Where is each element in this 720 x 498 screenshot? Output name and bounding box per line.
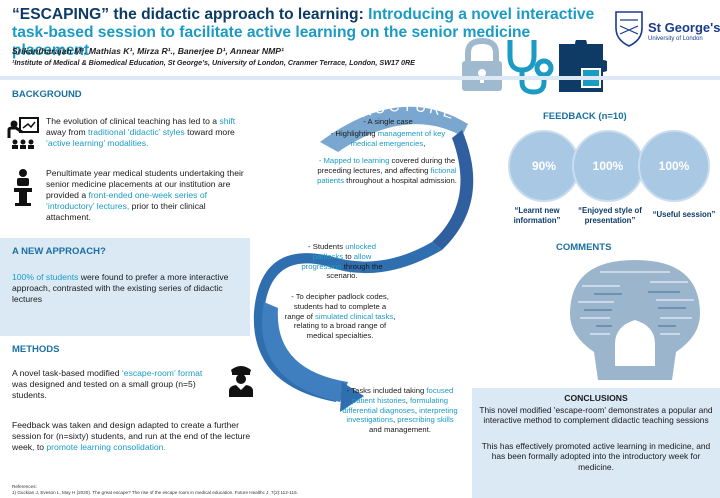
- text-run: Penultimate year medical students undert…: [46, 168, 244, 200]
- text-run: The evolution of clinical teaching has l…: [46, 116, 220, 126]
- approach-heading: A NEW APPROACH?: [12, 246, 106, 257]
- text-run: through the scenario.: [326, 261, 383, 281]
- background-paragraph-1: The evolution of clinical teaching has l…: [46, 116, 246, 149]
- text-run: toward more: [184, 127, 235, 137]
- text-highlight: prescribing skills: [397, 415, 454, 425]
- text-highlight: shift: [219, 116, 236, 126]
- text-highlight: traditional ‘didactic’ styles: [88, 127, 185, 137]
- text-highlight: - Mapped to learning: [318, 156, 390, 165]
- comments-heading: COMMENTS: [556, 242, 612, 253]
- conclusions-paragraph-2: This has effectively promoted active lea…: [481, 441, 711, 472]
- feedback-label-1: “Learnt new information”: [513, 206, 561, 225]
- methods-paragraph-1: A novel task-based modified ‘escape-room…: [12, 368, 217, 401]
- feedback-label-2: “Enjoyed style of presentation”: [578, 206, 642, 225]
- conclusions-heading: CONCLUSIONS: [564, 393, 628, 403]
- text-run: A novel task-based modified: [12, 368, 122, 378]
- text-highlight: fictional patients: [317, 165, 457, 185]
- structure-bullet-2: - Highlighting management of key medical…: [328, 129, 448, 149]
- text-run: and management.: [369, 425, 431, 435]
- text-run: prior to their clinical attachment.: [46, 201, 206, 222]
- text-run: were found to prefer a more interactive …: [12, 272, 229, 304]
- text-run: Feedback was taken and design adapted to…: [12, 420, 251, 452]
- structure-bullet-1: - A single case: [363, 117, 413, 126]
- logo-sub: University of London: [648, 36, 703, 42]
- text-run: to: [343, 251, 354, 261]
- text-run: ,: [423, 138, 426, 148]
- poster-title: “ESCAPING” the didactic approach to lear…: [12, 6, 602, 60]
- puzzle-icon: [559, 40, 607, 92]
- text-run: throughout a hospital admission.: [344, 175, 457, 185]
- text-highlight: focused patient histories: [351, 386, 454, 405]
- feedback-label-3: “Useful session”: [652, 210, 716, 219]
- text-run: ,: [414, 405, 420, 415]
- text-run: covered during the preceding lectures, a…: [317, 156, 456, 175]
- title-part-1: “ESCAPING” the didactic approach to lear…: [12, 6, 369, 23]
- text-highlight: ‘escape-room’ format: [121, 368, 203, 378]
- text-run: ,: [405, 395, 411, 405]
- structure-bullet-4: - Students unlocked padlocks to allow pr…: [292, 242, 392, 281]
- background-heading: BACKGROUND: [12, 89, 82, 100]
- feedback-heading: FEEDBACK (n=10): [543, 111, 627, 122]
- stethoscope-icon: [507, 40, 554, 95]
- feedback-circle-2: 100%: [572, 130, 644, 202]
- officer-icon: [229, 366, 253, 397]
- structure-bullet-3: - Mapped to learning covered during the …: [316, 156, 458, 185]
- text-run: ,: [392, 415, 398, 425]
- approach-box: [0, 238, 250, 336]
- reference-1: 1) Guckian J, Eveson L, May H (2020). Th…: [12, 490, 298, 495]
- structure-bullet-6: - Tasks included taking focused patient …: [342, 386, 458, 435]
- speaker-icon: [14, 169, 32, 206]
- authors: Srikantharajah M¹, Mathias K¹, Mirza R¹.…: [12, 46, 284, 56]
- text-run: - Tasks included taking: [346, 386, 427, 395]
- structure-bullet-5: - To decipher padlock codes, students ha…: [284, 292, 396, 341]
- references: References: 1) Guckian J, Eveson L, May …: [12, 484, 298, 496]
- references-heading: References:: [12, 484, 37, 489]
- header-divider: [0, 76, 720, 80]
- crest-icon: [615, 11, 643, 47]
- feedback-circle-3: 100%: [638, 130, 710, 202]
- text-highlight: unlocked padlocks: [312, 242, 376, 261]
- logo-name: St George's: [648, 20, 720, 35]
- methods-heading: METHODS: [12, 344, 60, 355]
- conclusions-paragraph-1: This novel modified 'escape-room' demons…: [479, 405, 713, 426]
- university-logo: St George's University of London: [612, 6, 720, 50]
- approach-text: 100% of students were found to prefer a …: [12, 272, 244, 305]
- structure-arc: STRUCTURE: [253, 98, 474, 412]
- background-paragraph-2: Penultimate year medical students undert…: [46, 168, 246, 223]
- text-highlight: front-ended one-week series of ‘introduc…: [46, 190, 208, 211]
- text-run: away from: [46, 127, 89, 137]
- teacher-icon: [7, 117, 39, 149]
- text-highlight: formulating differential diagnoses: [342, 395, 449, 415]
- text-highlight: management of key medical emergencies: [350, 129, 446, 148]
- text-run: , relating to a broad range of medical s…: [293, 311, 396, 341]
- text-highlight: promote learning consolidation.: [46, 442, 166, 452]
- text-highlight: ‘active learning’ modalities.: [46, 138, 149, 148]
- conclusions-box: [472, 388, 720, 498]
- affiliation: ¹Institute of Medical & Biomedical Educa…: [12, 58, 415, 67]
- text-highlight: interpreting investigations: [346, 405, 458, 425]
- methods-paragraph-2: Feedback was taken and design adapted to…: [12, 420, 252, 453]
- lightbulb-word-cloud: [570, 260, 700, 380]
- text-highlight: allow progression: [301, 251, 372, 271]
- text-highlight: 100% of students: [12, 272, 79, 282]
- text-run: - Highlighting: [330, 129, 378, 138]
- text-run: - Students: [308, 242, 346, 251]
- text-run: was designed and tested on a small group…: [12, 379, 196, 400]
- feedback-circle-1: 90%: [508, 130, 580, 202]
- text-run: - To decipher padlock codes, students ha…: [284, 292, 389, 321]
- title-part-2: Introducing a novel interactive task-bas…: [12, 6, 595, 59]
- text-highlight: simulated clinical tasks: [315, 311, 394, 321]
